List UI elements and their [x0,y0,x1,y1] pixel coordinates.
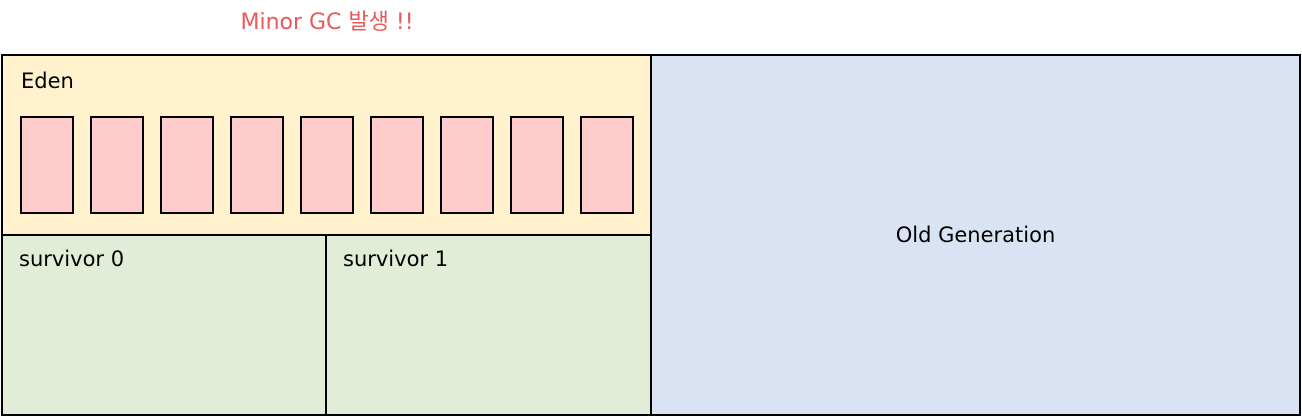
eden-object [440,116,494,214]
eden-label: Eden [21,69,74,93]
eden-object [370,116,424,214]
survivor-0-label: survivor 0 [19,247,125,271]
eden-object [510,116,564,214]
eden-object [580,116,634,214]
survivor-1-label: survivor 1 [343,247,449,271]
eden-object [160,116,214,214]
old-generation-label: Old Generation [895,223,1056,247]
eden-object [20,116,74,214]
eden-object [300,116,354,214]
old-generation-region: Old Generation [650,54,1301,416]
eden-object [90,116,144,214]
eden-object [230,116,284,214]
minor-gc-annotation: Minor GC 발생 !! [240,10,414,35]
survivor-1-region: survivor 1 [325,234,652,416]
survivor-0-region: survivor 0 [1,234,327,416]
eden-region: Eden [1,54,652,236]
